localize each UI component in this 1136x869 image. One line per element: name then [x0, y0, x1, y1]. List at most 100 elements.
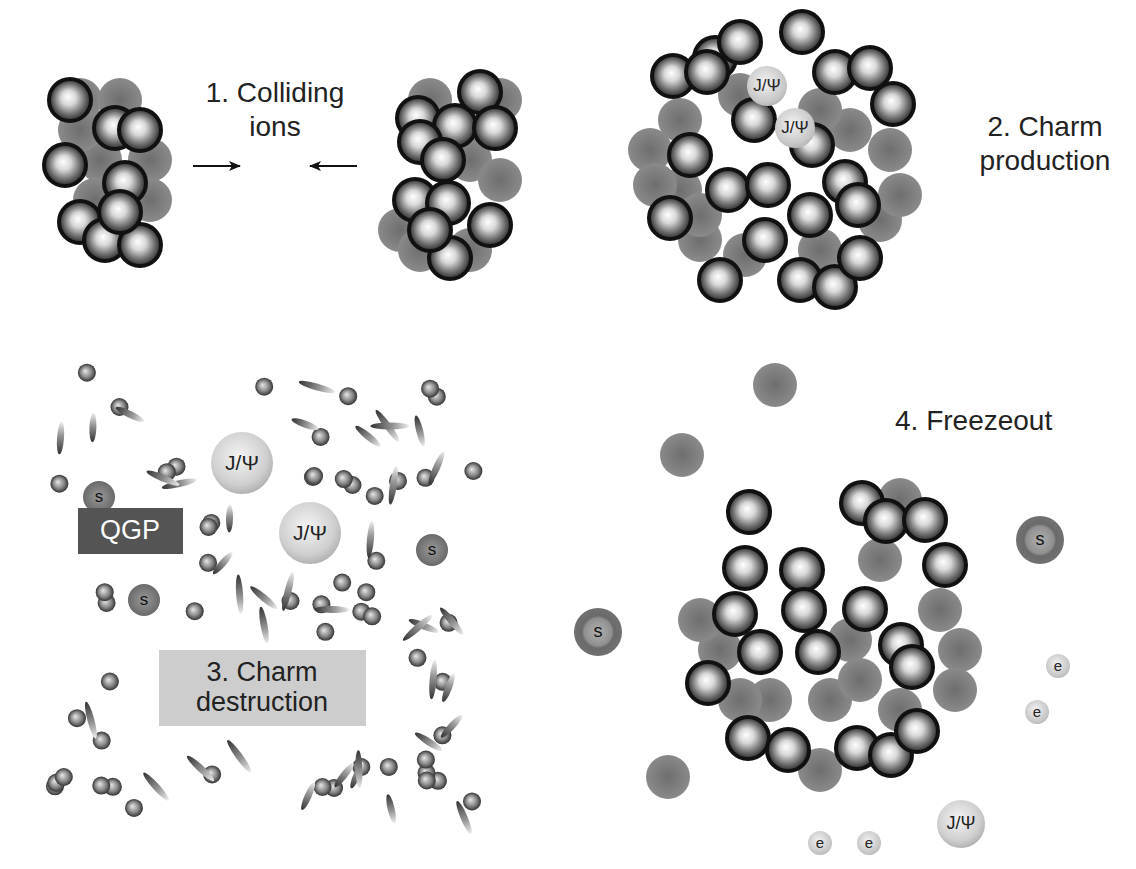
nucleon-ball	[797, 631, 839, 673]
gluon-streak	[225, 738, 254, 774]
gluon-streak	[114, 404, 145, 424]
nucleon-ball	[783, 589, 825, 631]
parton-sphere	[200, 518, 218, 536]
node-text: s	[1036, 530, 1045, 550]
nucleon-ball	[409, 209, 451, 251]
particle-circle: e	[857, 831, 881, 855]
node-text: s	[140, 591, 149, 610]
nucleon-ball	[99, 191, 141, 233]
hadron-ball	[938, 628, 982, 672]
nucleon-ball	[839, 237, 881, 279]
gluon-streak	[56, 421, 65, 454]
gluon-streak	[235, 574, 245, 614]
gluon-streak	[454, 800, 474, 835]
nucleon-ball	[686, 51, 728, 93]
nucleon-ball	[727, 717, 769, 759]
particle-circle: e	[1025, 700, 1049, 724]
hadron-ball	[918, 588, 962, 632]
gluon-streak	[428, 660, 438, 700]
parton-sphere	[101, 673, 119, 691]
gluon-streak	[384, 793, 398, 824]
hadron-ball	[660, 433, 704, 477]
nucleon-ball	[422, 139, 464, 181]
particle-circle: e	[1046, 654, 1070, 678]
nucleon-ball	[904, 499, 946, 541]
nucleon-ball	[49, 79, 91, 121]
particle-circle: s	[128, 584, 160, 616]
hadron-ball	[838, 658, 882, 702]
node-text: J/Ψ	[753, 77, 780, 96]
step-label: 4. Freezeout	[895, 404, 1105, 438]
gluon-streak	[141, 770, 171, 802]
parton-sphere	[305, 467, 323, 485]
gluon-streak	[412, 415, 426, 447]
parton-sphere	[464, 462, 482, 480]
parton-sphere	[418, 772, 436, 790]
hadron-ball	[646, 755, 690, 799]
node-text: e	[816, 835, 824, 852]
node-text: s	[95, 488, 104, 507]
parton-sphere	[314, 778, 332, 796]
parton-sphere	[55, 768, 73, 786]
particle-circle: J/Ψ	[937, 800, 985, 848]
parton-sphere	[333, 574, 351, 592]
collision-arrow	[310, 165, 357, 167]
step-label: 1. Colliding ions	[180, 76, 370, 143]
parton-sphere	[50, 475, 68, 493]
nucleon-ball	[924, 544, 966, 586]
gluon-streak	[257, 606, 270, 644]
parton-sphere	[78, 364, 96, 382]
hadron-ball	[878, 173, 922, 217]
gluon-streak	[355, 750, 363, 788]
nucleon-ball	[714, 593, 756, 635]
particle-circle: J/Ψ	[211, 432, 273, 494]
node-text: 3. Charm destruction	[165, 658, 360, 717]
gluon-streak	[299, 781, 318, 812]
nucleon-ball	[707, 169, 749, 211]
node-text: e	[865, 835, 873, 852]
nucleon-ball	[469, 204, 511, 246]
parton-sphere	[96, 583, 114, 601]
nucleon-ball	[739, 631, 781, 673]
nucleon-ball	[728, 491, 770, 533]
nucleon-ball	[719, 21, 761, 63]
parton-sphere	[186, 602, 204, 620]
nucleon-ball	[687, 662, 729, 704]
gluon-streak	[332, 761, 356, 789]
particle-circle: s	[574, 608, 622, 656]
gluon-streak	[426, 450, 447, 485]
hadron-ball	[868, 128, 912, 172]
node-text: J/Ψ	[946, 814, 975, 834]
node-text: QGP	[100, 516, 160, 546]
nucleon-ball	[789, 194, 831, 236]
nucleon-ball	[872, 83, 914, 125]
gluon-streak	[314, 606, 349, 614]
nucleon-ball	[474, 107, 516, 149]
particle-circle: e	[808, 831, 832, 855]
gluon-streak	[83, 701, 100, 739]
node-text: s	[594, 622, 603, 642]
gluon-streak	[185, 753, 216, 783]
gluon-streak	[145, 468, 180, 488]
nucleon-ball	[747, 164, 789, 206]
particle-circle: J/Ψ	[747, 66, 787, 106]
nucleon-ball	[781, 11, 823, 53]
nucleon-ball	[724, 547, 766, 589]
nucleon-ball	[865, 500, 907, 542]
gluon-streak	[370, 423, 409, 430]
nucleon-ball	[896, 710, 938, 752]
parton-sphere	[68, 709, 86, 727]
nucleon-ball	[844, 588, 886, 630]
gluon-streak	[211, 550, 235, 576]
nucleon-ball	[891, 646, 933, 688]
nucleon-ball	[744, 219, 786, 261]
parton-sphere	[463, 792, 481, 810]
parton-sphere	[380, 758, 398, 776]
parton-sphere	[417, 751, 435, 769]
step-label: 2. Charm production	[960, 110, 1130, 177]
label-box: QGP	[78, 508, 183, 554]
collision-arrow	[193, 165, 240, 167]
gluon-streak	[440, 673, 457, 704]
nucleon-ball	[119, 109, 161, 151]
parton-sphere	[316, 623, 334, 641]
